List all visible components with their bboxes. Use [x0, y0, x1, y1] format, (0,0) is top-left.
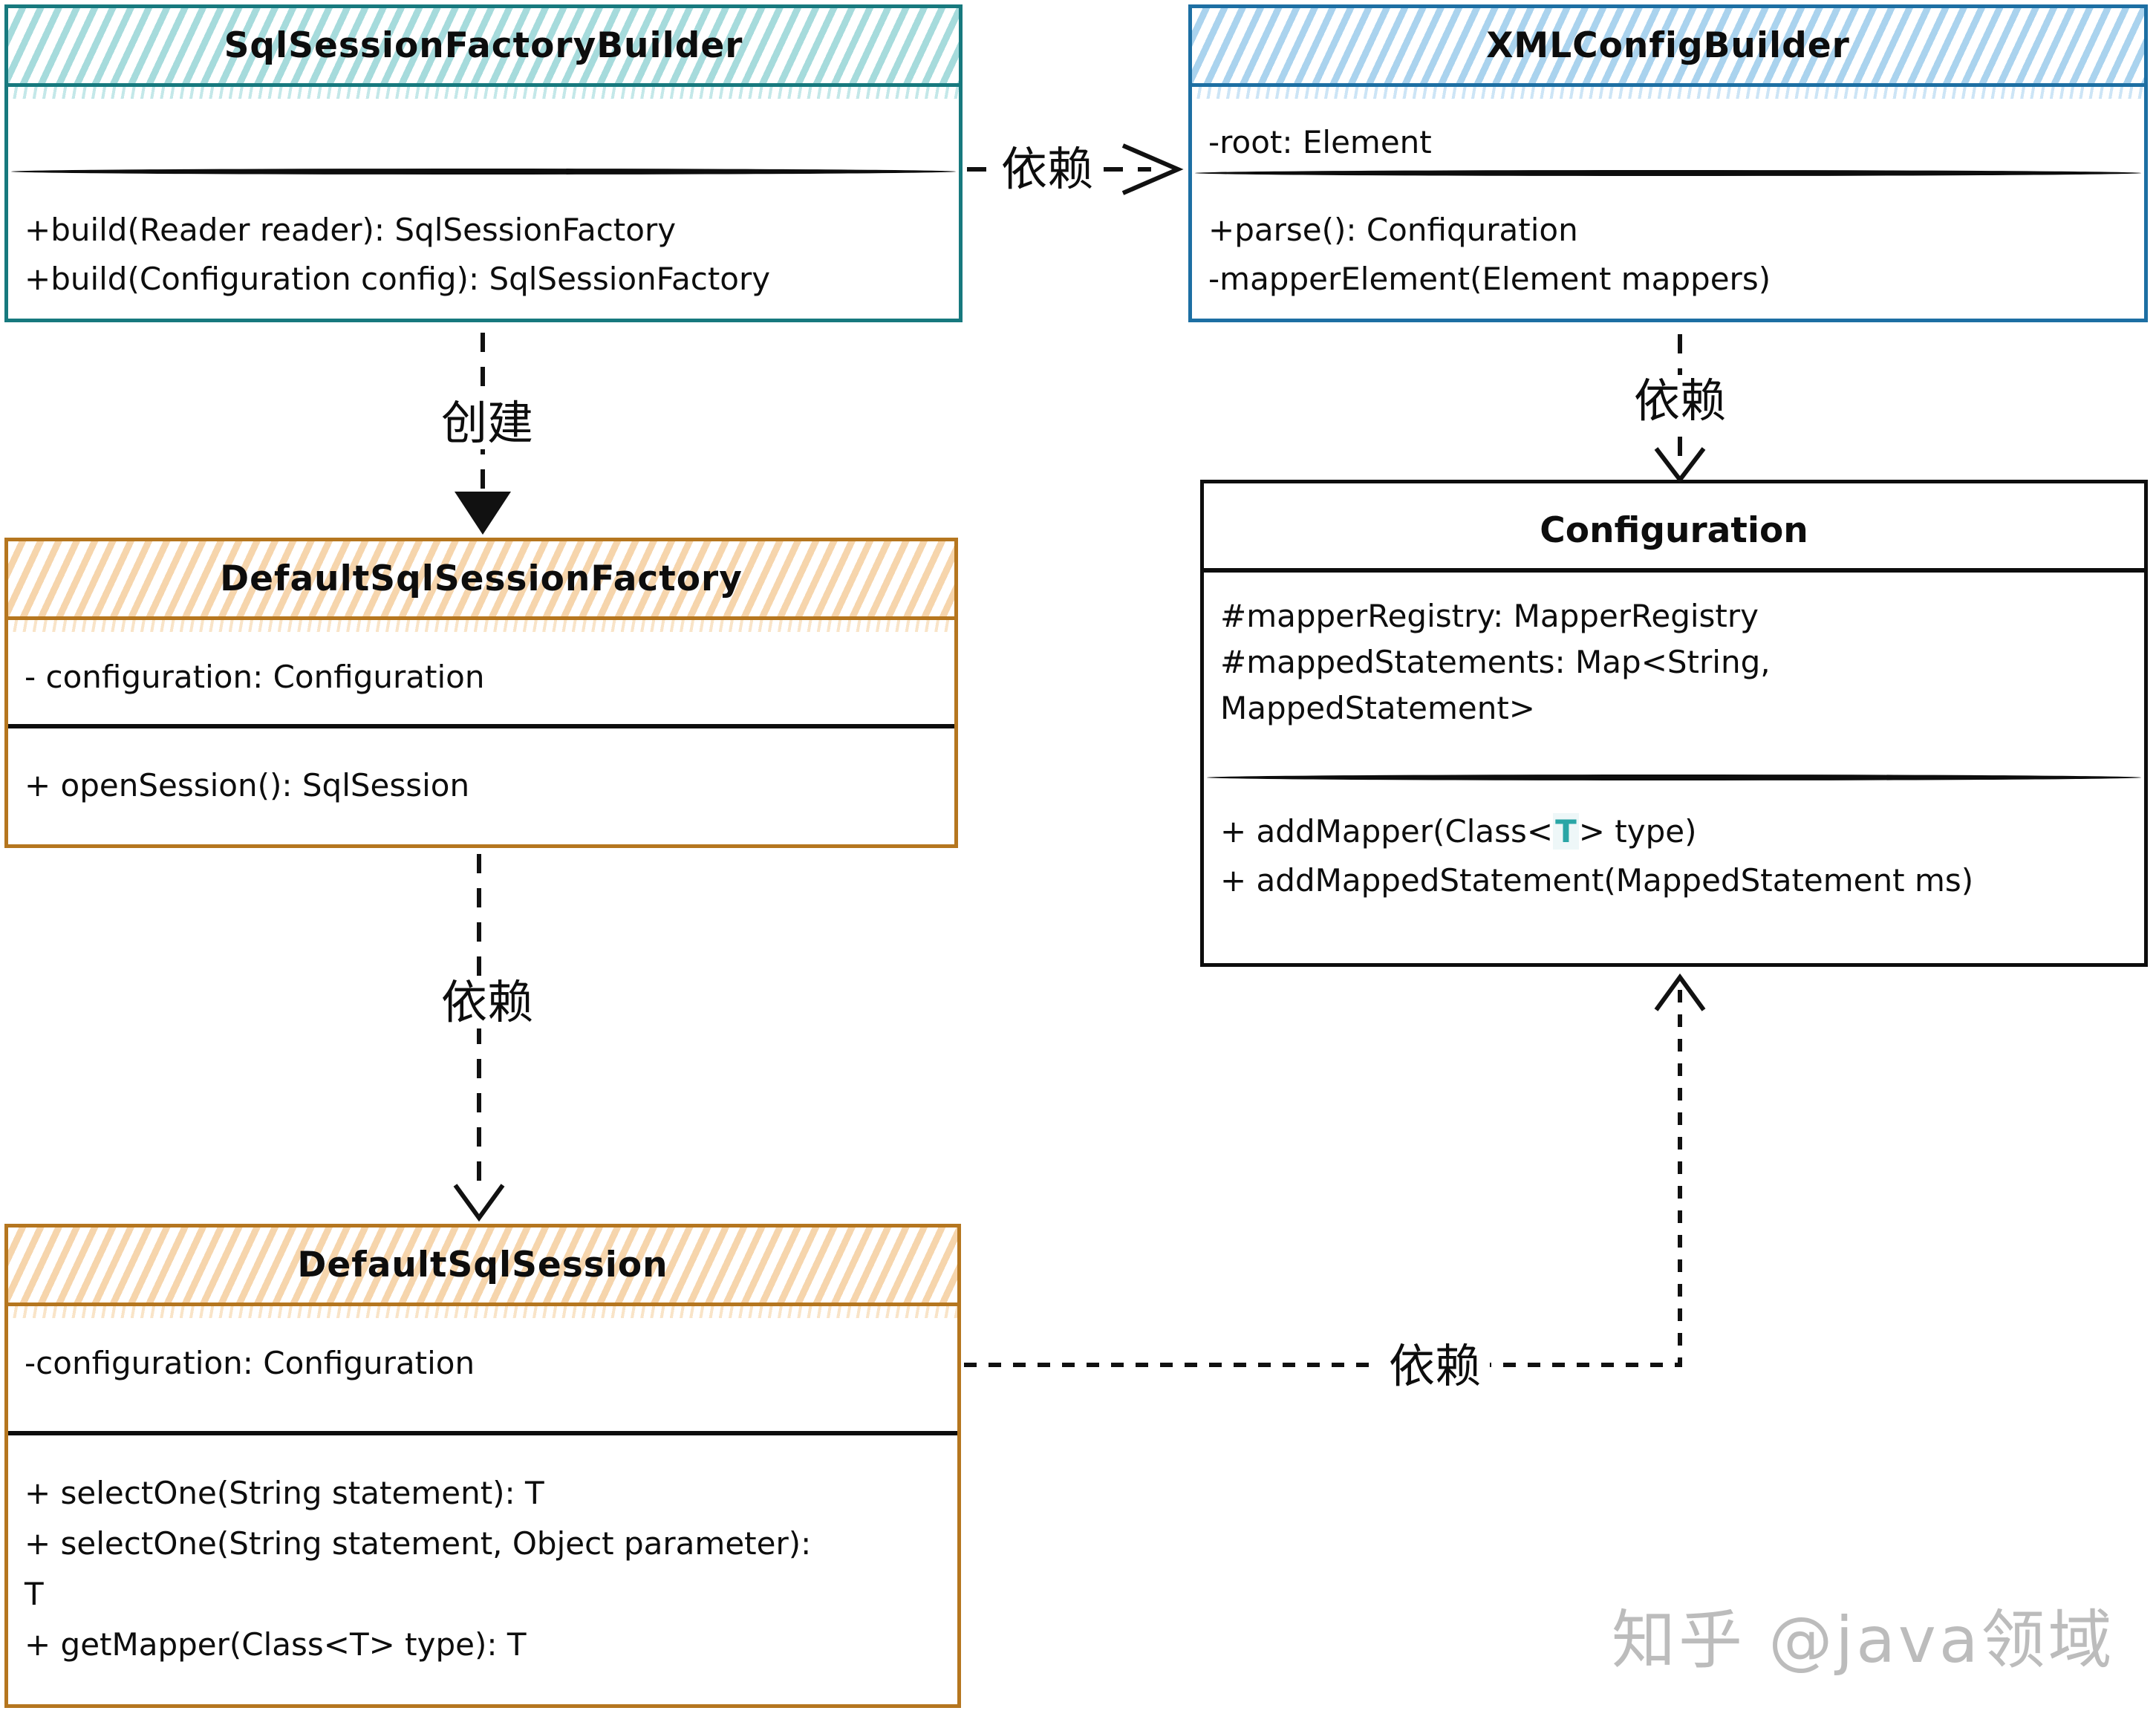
class-method: +build(Configuration config): SqlSession… [25, 261, 771, 297]
class-box-defaultsqlsession: DefaultSqlSession -configuration: Config… [4, 1224, 961, 1708]
compartment-divider [1195, 170, 2141, 176]
class-field: #mappedStatements: Map<String, MappedSta… [1220, 644, 1771, 726]
header-hatch-strip [8, 620, 954, 632]
class-method: + selectOne(String statement): T [25, 1475, 544, 1511]
methods-compartment: +build(Reader reader): SqlSessionFactory… [25, 206, 945, 304]
relation-label-create: 创建 [431, 397, 543, 449]
class-header: XMLConfigBuilder [1192, 8, 2144, 87]
class-field: -root: Element [1208, 124, 1432, 160]
generic-type-t: T [1553, 813, 1579, 850]
methods-compartment: +parse(): Confiquration -mapperElement(E… [1208, 206, 2131, 304]
method-text: > type) [1578, 813, 1697, 850]
class-method: + addMapper(Class<T> type) [1220, 807, 2131, 856]
dependency-arrow-factory-to-session [453, 854, 505, 1222]
dependency-arrow-session-to-configuration [964, 973, 1706, 1367]
header-hatch-strip [8, 87, 959, 99]
class-field: - configuration: Configuration [25, 659, 485, 695]
class-title: Configuration [1540, 510, 1808, 551]
class-title: SqlSessionFactoryBuilder [224, 25, 743, 66]
class-title: XMLConfigBuilder [1486, 25, 1850, 66]
relation-label-dependency: 依赖 [991, 143, 1103, 195]
class-title: DefaultSqlSessionFactory [220, 558, 743, 599]
fields-compartment: #mapperRegistry: MapperRegistry #mappedS… [1220, 593, 1970, 731]
fields-compartment: - configuration: Configuration [25, 653, 941, 702]
class-header: SqlSessionFactoryBuilder [8, 8, 959, 87]
class-box-configuration: Configuration #mapperRegistry: MapperReg… [1200, 480, 2148, 967]
relation-label-dependency: 依赖 [431, 977, 543, 1028]
fields-compartment: -configuration: Configuration [25, 1339, 944, 1388]
relation-label-dependency: 依赖 [1379, 1340, 1491, 1392]
class-header: DefaultSqlSession [8, 1227, 957, 1306]
methods-compartment: + selectOne(String statement): T + selec… [25, 1468, 827, 1670]
class-box-defaultsqlsessionfactory: DefaultSqlSessionFactory - configuration… [4, 538, 958, 848]
class-header: DefaultSqlSessionFactory [8, 541, 954, 620]
class-method: + selectOne(String statement, Object par… [25, 1525, 812, 1612]
class-method: +parse(): Confiquration [1208, 212, 1578, 248]
methods-compartment: + addMapper(Class<T> type) + addMappedSt… [1220, 807, 2131, 905]
class-method: + getMapper(Class<T> type): T [25, 1626, 527, 1663]
fields-compartment: -root: Element [1208, 118, 2131, 167]
class-method: + addMappedStatement(MappedStatement ms) [1220, 862, 1974, 899]
methods-compartment: + openSession(): SqlSession [25, 761, 941, 810]
class-method: +build(Reader reader): SqlSessionFactory [25, 212, 677, 248]
relation-label-dependency: 依赖 [1624, 375, 1736, 427]
compartment-divider [1204, 568, 2144, 573]
class-method: + openSession(): SqlSession [25, 767, 470, 803]
compartment-divider [8, 724, 954, 728]
compartment-divider [11, 169, 956, 175]
class-title: DefaultSqlSession [297, 1245, 668, 1285]
watermark: 知乎 @java领域 [1612, 1603, 2115, 1678]
header-hatch-strip [1192, 87, 2144, 99]
class-field: -configuration: Configuration [25, 1345, 475, 1381]
method-text: + addMapper(Class< [1220, 813, 1554, 850]
class-box-sqlsessionfactorybuilder: SqlSessionFactoryBuilder +build(Reader r… [4, 4, 963, 322]
compartment-divider [8, 1431, 957, 1435]
compartment-divider [1207, 775, 2141, 780]
class-method: -mapperElement(Element mappers) [1208, 261, 1771, 297]
class-box-xmlconfigbuilder: XMLConfigBuilder -root: Element +parse()… [1188, 4, 2148, 322]
class-field: #mapperRegistry: MapperRegistry [1220, 598, 1759, 634]
header-hatch-strip [8, 1306, 957, 1318]
